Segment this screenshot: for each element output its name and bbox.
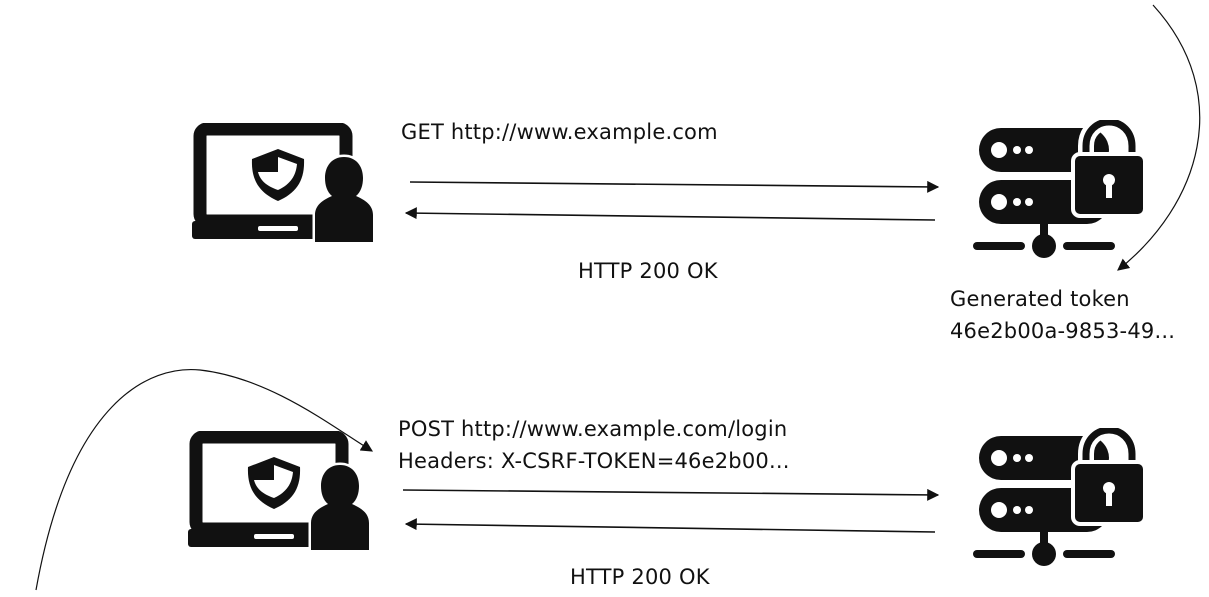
token-generation-curve [1117,4,1201,271]
client-laptop-shield-user-icon [192,123,376,243]
server-lock-icon [973,120,1147,258]
csrf-header-label: Headers: X-CSRF-TOKEN=46e2b00... [398,449,790,473]
server-lock-icon [973,428,1147,566]
http-200-response-label: HTTP 200 OK [570,565,710,589]
post-request-label: POST http://www.example.com/login [398,417,788,441]
request-arrow-2 [402,488,940,501]
client-laptop-shield-user-icon [188,431,372,551]
http-200-response-label: HTTP 200 OK [578,259,718,283]
request-arrow-1 [409,180,940,193]
token-reuse-curve [35,368,374,591]
get-request-label: GET http://www.example.com [401,120,718,144]
token-value: 46e2b00a-9853-49... [950,319,1176,343]
response-arrow-2 [404,518,936,533]
generated-token-label: Generated token [950,287,1130,311]
response-arrow-1 [404,207,936,221]
